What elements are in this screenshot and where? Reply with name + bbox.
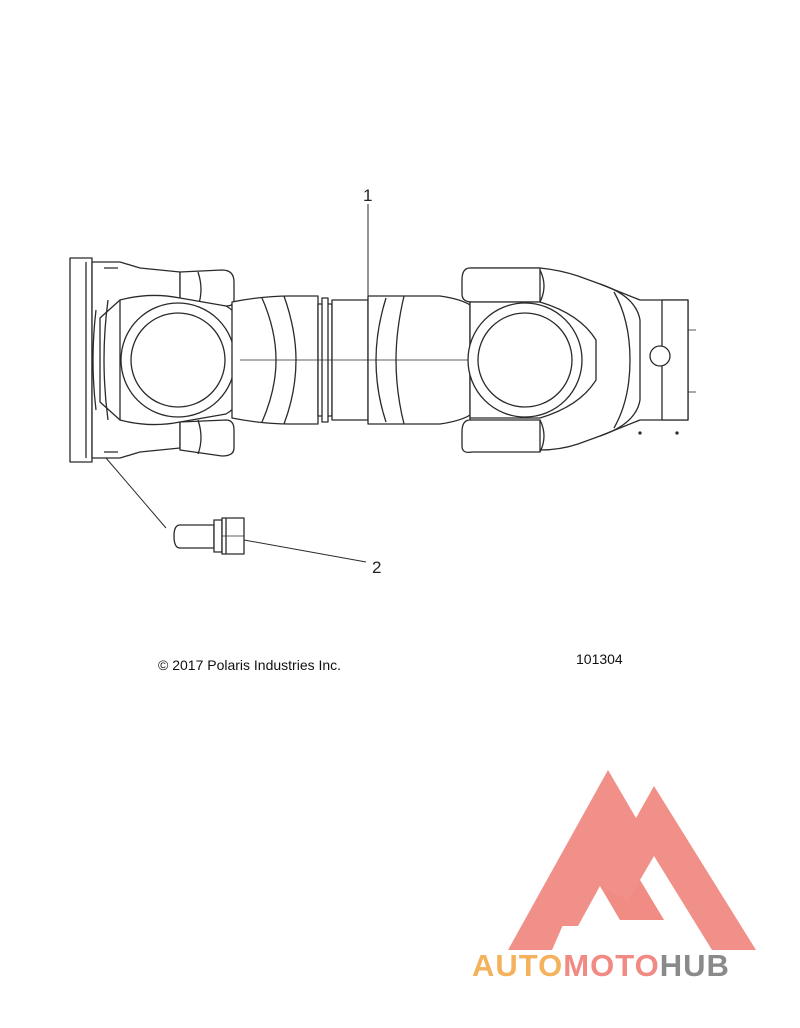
logo-triangle xyxy=(508,770,756,950)
logo-word-auto: AUTO xyxy=(472,948,563,983)
bolt-part xyxy=(173,517,245,555)
callout-2: 2 xyxy=(372,558,381,577)
callout-1: 1 xyxy=(363,186,372,205)
right-slip-yoke xyxy=(461,267,696,454)
svg-text:AUTOMOTOHUB: AUTOMOTOHUB xyxy=(472,948,730,983)
logo-word-hub: HUB xyxy=(660,948,730,983)
copyright-text: © 2017 Polaris Industries Inc. xyxy=(158,657,341,673)
left-flange-yoke xyxy=(69,257,251,463)
logo-word-moto: MOTO xyxy=(563,948,659,983)
leader-line-2b xyxy=(243,539,367,563)
center-shaft xyxy=(231,295,477,425)
automotohub-logo: AUTOMOTOHUB xyxy=(472,770,756,983)
figure-number: 101304 xyxy=(576,651,623,667)
leader-line-2a xyxy=(105,457,167,529)
